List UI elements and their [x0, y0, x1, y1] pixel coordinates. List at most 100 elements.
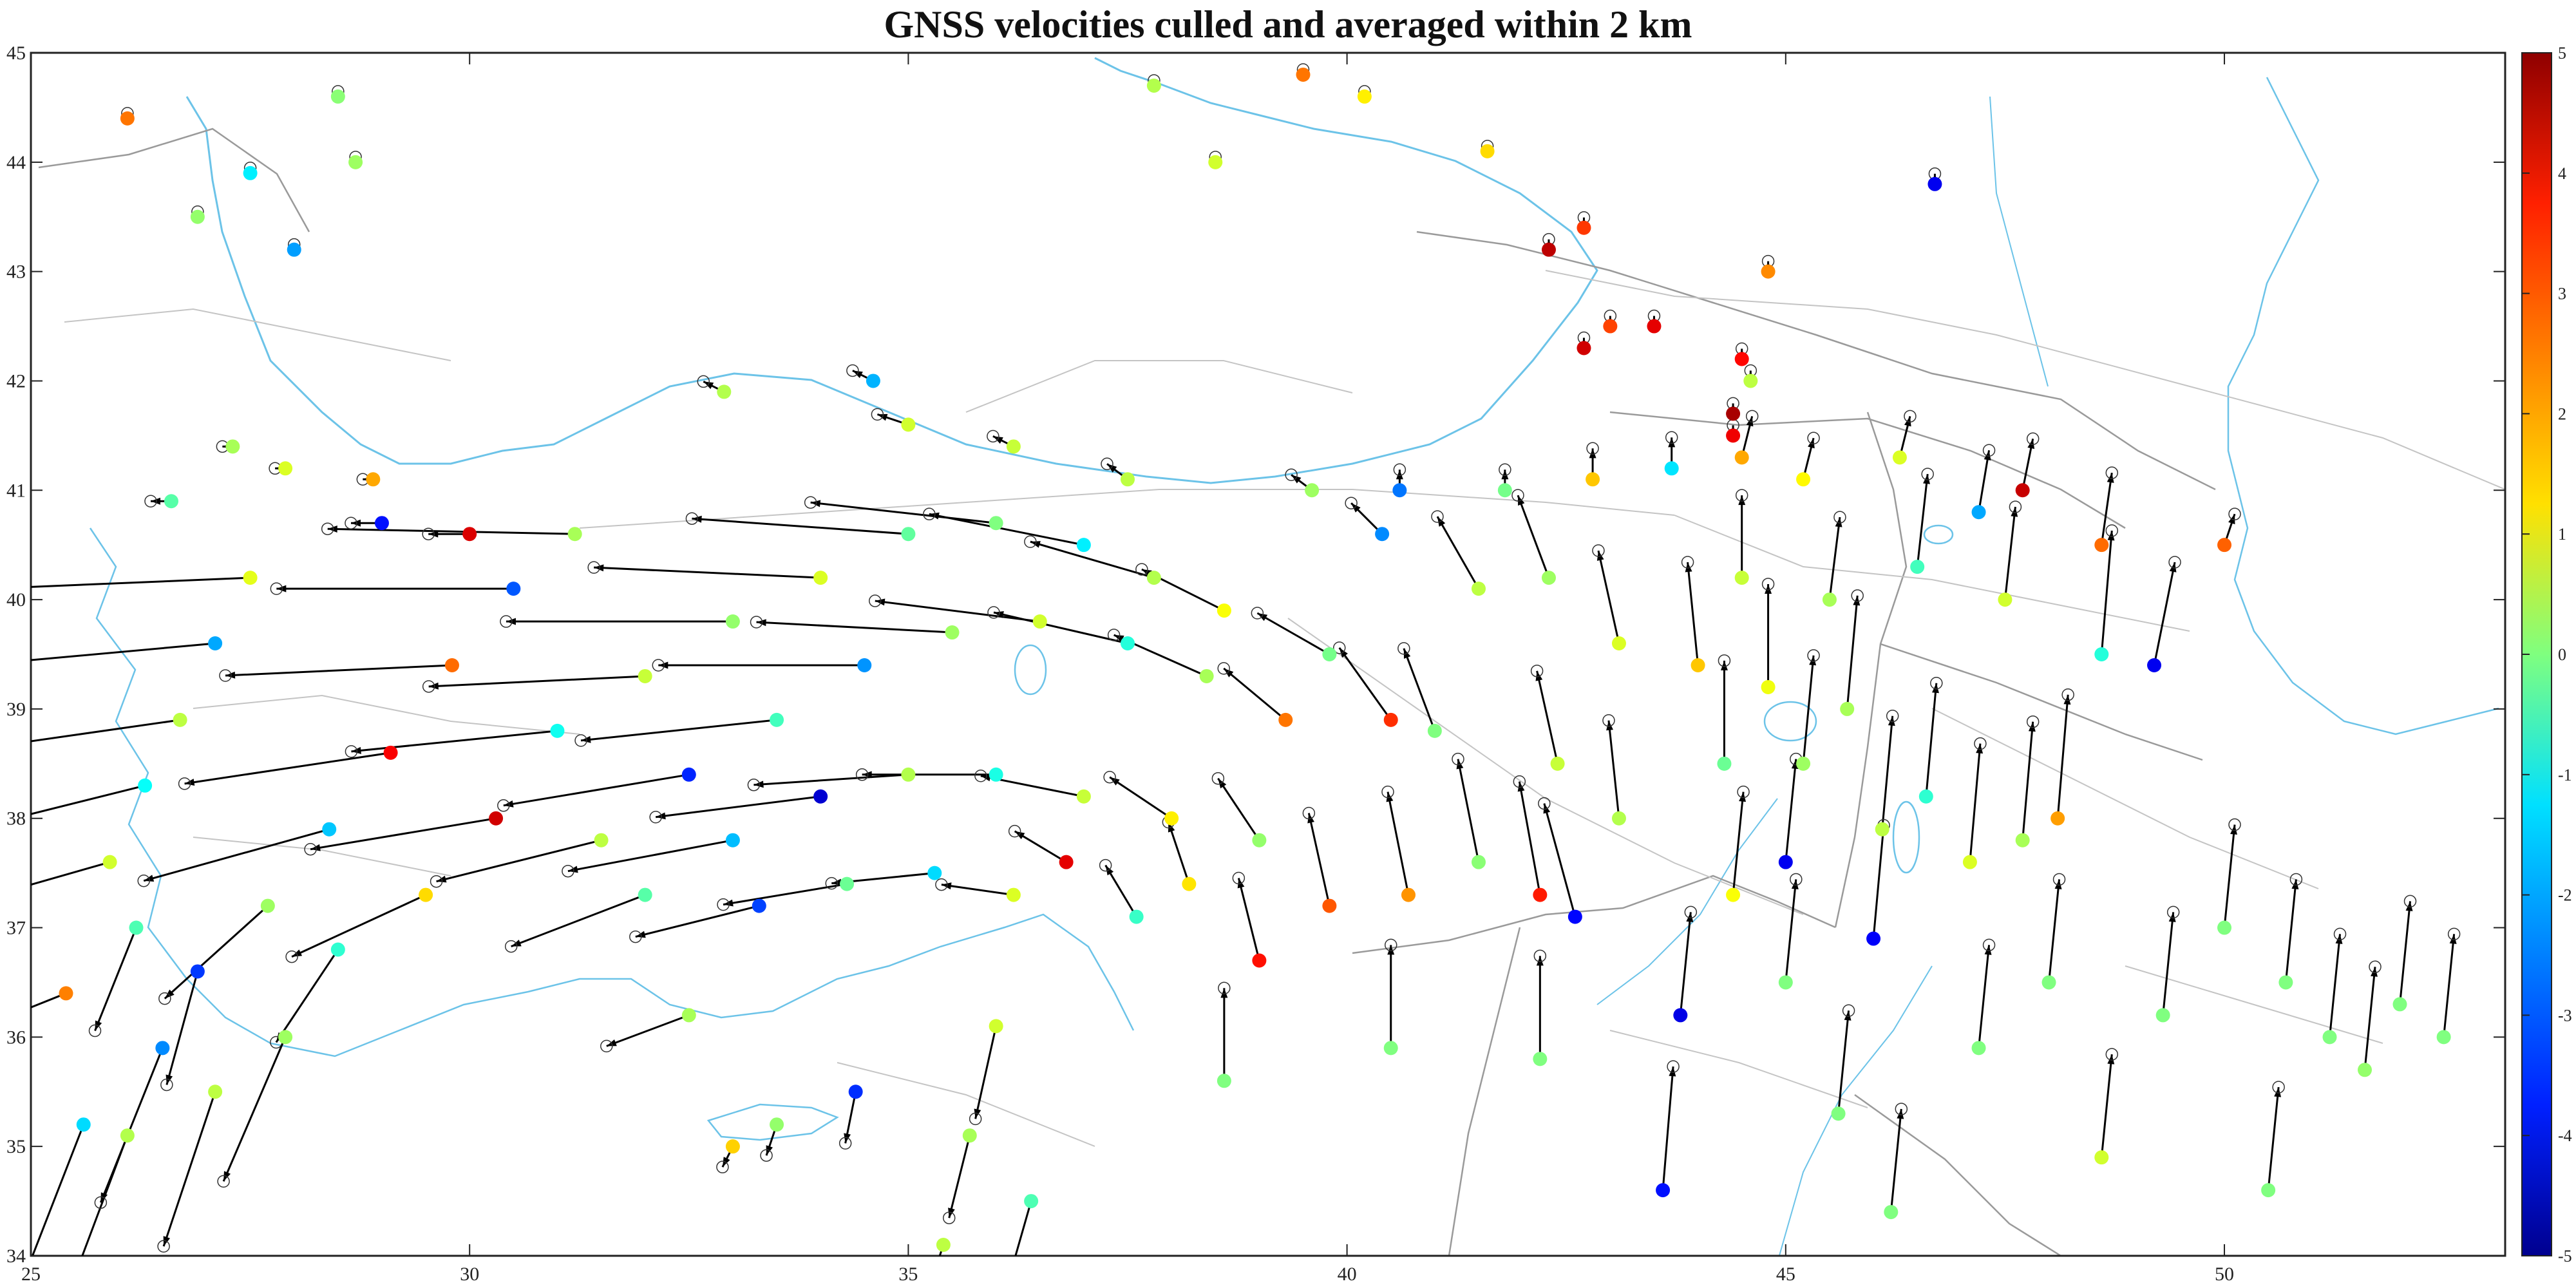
velocity-vector [1452, 752, 1480, 862]
error-ellipse [2228, 818, 2241, 831]
error-ellipse [1397, 642, 1410, 655]
error-ellipse [2168, 556, 2181, 569]
velocity-vector [1431, 510, 1480, 589]
station-marker [1024, 1194, 1039, 1209]
y-tick-label: 41 [6, 480, 26, 501]
station-marker [366, 472, 381, 487]
colorbar-tick-label: -5 [2558, 1247, 2572, 1265]
station-marker [1208, 155, 1223, 169]
error-ellipse [1718, 654, 1731, 667]
y-tick-label: 38 [6, 808, 26, 829]
velocity-vector [2100, 524, 2119, 655]
error-ellipse [2105, 524, 2119, 537]
error-ellipse [1005, 1267, 1016, 1279]
error-ellipse [1393, 463, 1406, 477]
station-marker [1059, 855, 1074, 869]
error-ellipse [846, 364, 859, 377]
x-tick-label: 45 [1776, 1264, 1795, 1285]
velocity-vector [1899, 410, 1917, 458]
station-marker [278, 1030, 293, 1045]
velocity-vector [2267, 1081, 2285, 1191]
velocity-vector [94, 1047, 164, 1209]
error-ellipse [2447, 927, 2461, 941]
station-marker [59, 986, 73, 1001]
station-marker [1533, 1052, 1548, 1066]
velocity-vector [31, 576, 251, 588]
caspian-coastline [2227, 77, 2499, 735]
station-marker [173, 712, 187, 727]
velocity-vector [1538, 797, 1577, 917]
velocity-vector [2223, 818, 2241, 928]
error-ellipse [2105, 466, 2119, 479]
station-marker [330, 942, 345, 957]
error-ellipse [747, 779, 761, 791]
error-ellipse [1099, 858, 1112, 872]
station-marker [1121, 472, 1135, 487]
error-ellipse [94, 1196, 108, 1209]
station-marker [2041, 975, 2056, 990]
station-marker [1647, 319, 1662, 334]
error-ellipse [804, 496, 817, 509]
station-marker [2094, 647, 2109, 661]
velocity-vector [938, 1244, 945, 1256]
velocity-vector [2153, 556, 2181, 666]
error-ellipse [1737, 785, 1750, 799]
station-marker [1577, 220, 1591, 235]
error-ellipse [1302, 806, 1316, 820]
y-tick-label: 37 [6, 918, 26, 939]
station-marker [1471, 855, 1486, 869]
station-marker [1164, 811, 1179, 826]
velocity-vector [285, 894, 426, 963]
station-marker [567, 527, 582, 542]
velocity-vector [1530, 665, 1559, 764]
station-marker [681, 1008, 696, 1023]
error-ellipse [2333, 927, 2347, 941]
velocity-vector [750, 616, 952, 634]
error-ellipse [497, 799, 510, 812]
station-marker [1892, 450, 1907, 465]
station-marker [489, 811, 504, 826]
error-ellipse [158, 992, 171, 1005]
station-marker [243, 166, 258, 180]
station-marker [1006, 887, 1021, 902]
station-marker [901, 767, 916, 782]
error-ellipse [1842, 1004, 1855, 1017]
station-marker [1305, 483, 1320, 498]
velocity-vector [1978, 938, 1996, 1048]
river [1596, 798, 1778, 1005]
station-marker [1971, 1041, 1986, 1056]
station-marker [120, 111, 135, 126]
velocity-vector [717, 883, 848, 911]
station-marker [1918, 789, 1933, 804]
station-marker [1796, 756, 1811, 771]
station-marker [444, 658, 459, 672]
velocity-arrows [31, 63, 2461, 1279]
error-ellipse [969, 1112, 982, 1126]
error-ellipse [1586, 442, 1599, 455]
station-marker [1690, 658, 1705, 672]
velocity-vector [2048, 873, 2066, 983]
station-marker [2015, 833, 2030, 848]
error-ellipse [2061, 688, 2074, 701]
error-ellipse [285, 950, 298, 963]
station-marker [383, 745, 398, 760]
station-marker [638, 887, 652, 902]
border [1854, 1094, 2061, 1256]
velocity-vector [430, 839, 601, 888]
velocity-vector [1741, 410, 1759, 458]
error-ellipse [1538, 797, 1551, 810]
error-ellipse [943, 1211, 956, 1224]
station-marker [1533, 887, 1548, 902]
error-ellipse [2009, 500, 2022, 513]
station-marker [1664, 461, 1679, 476]
station-marker [1146, 571, 1161, 585]
station-marker [374, 516, 389, 531]
error-ellipse [1602, 714, 1615, 727]
station-marker [1910, 560, 1925, 574]
velocity-vector [160, 971, 199, 1092]
velocity-vector [31, 1124, 85, 1256]
station-marker [208, 1084, 223, 1099]
error-ellipse [1761, 578, 1775, 591]
station-marker [2094, 1150, 2109, 1165]
error-ellipse [1251, 607, 1264, 620]
